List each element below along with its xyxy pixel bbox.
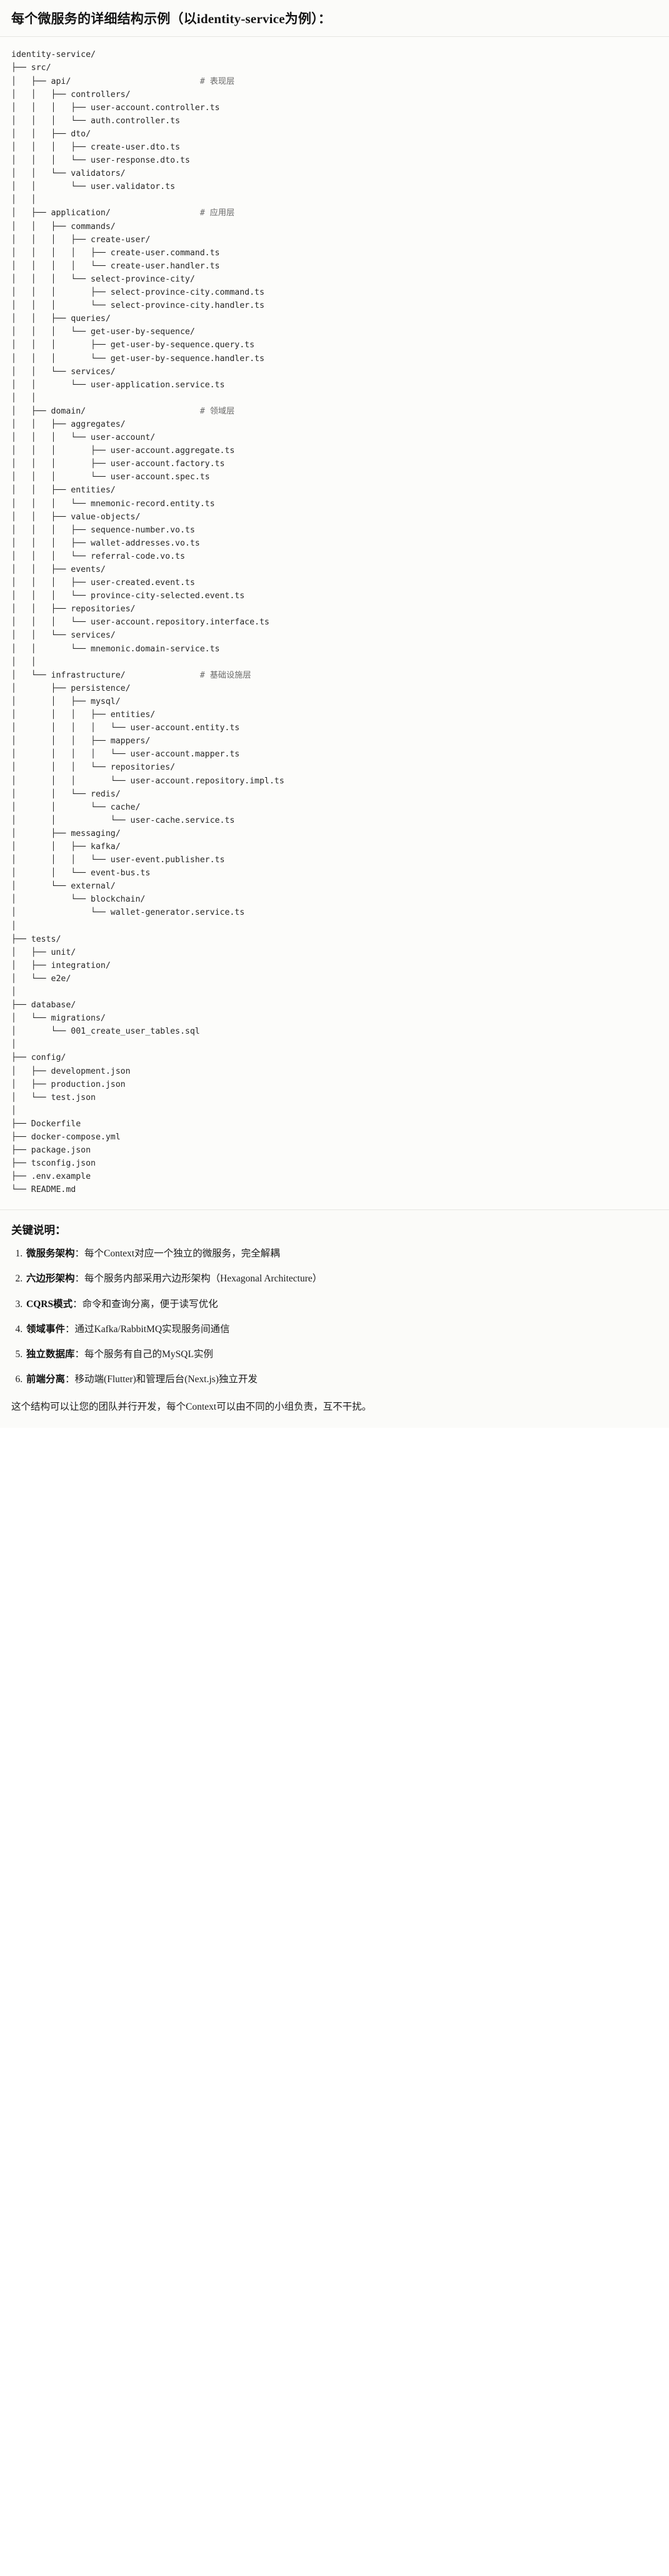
- key-notes-list: 微服务架构：每个Context对应一个独立的微服务，完全解耦 六边形架构：每个服…: [11, 1246, 658, 1387]
- note-term: CQRS模式: [26, 1298, 73, 1310]
- note-description: 每个服务有自己的MySQL实例: [84, 1349, 213, 1360]
- note-term: 领域事件: [26, 1323, 66, 1335]
- tree-layer-comment: # 应用层: [199, 208, 235, 218]
- note-description: 每个Context对应一个独立的微服务，完全解耦: [84, 1248, 280, 1259]
- tree-layer-comment: # 表现层: [199, 76, 235, 86]
- title-section: 每个微服务的详细结构示例（以identity-service为例）：: [0, 0, 669, 38]
- note-term: 六边形架构: [26, 1273, 75, 1285]
- list-item: 独立数据库：每个服务有自己的MySQL实例: [25, 1347, 658, 1362]
- directory-tree-section: identity-service/ ├── src/ │ ├── api/ # …: [0, 37, 669, 1210]
- note-separator: ：: [73, 1298, 83, 1310]
- list-item: 前端分离：移动端(Flutter)和管理后台(Next.js)独立开发: [25, 1372, 658, 1387]
- closing-note: 这个结构可以让您的团队并行开发，每个Context可以由不同的小组负责，互不干扰…: [11, 1401, 372, 1412]
- note-term: 微服务架构: [26, 1248, 75, 1259]
- note-separator: ：: [65, 1323, 75, 1335]
- note-term: 前端分离: [26, 1374, 66, 1385]
- key-notes-heading: 关键说明：: [11, 1223, 66, 1236]
- note-description: 每个服务内部采用六边形架构（Hexagonal Architecture）: [84, 1273, 323, 1285]
- key-notes-section: 关键说明： 微服务架构：每个Context对应一个独立的微服务，完全解耦 六边形…: [0, 1209, 669, 1428]
- note-description: 通过Kafka/RabbitMQ实现服务间通信: [74, 1323, 230, 1335]
- page-title: 每个微服务的详细结构示例（以identity-service为例）：: [11, 11, 331, 26]
- note-description: 命令和查询分离，便于读写优化: [82, 1298, 218, 1310]
- list-item: CQRS模式：命令和查询分离，便于读写优化: [25, 1297, 658, 1311]
- note-term: 独立数据库: [26, 1349, 75, 1360]
- tree-layer-comment: # 领域层: [199, 406, 235, 416]
- note-separator: ：: [74, 1349, 85, 1360]
- list-item: 微服务架构：每个Context对应一个独立的微服务，完全解耦: [25, 1246, 658, 1261]
- list-item: 六边形架构：每个服务内部采用六边形架构（Hexagonal Architectu…: [25, 1271, 658, 1286]
- directory-tree: identity-service/ ├── src/ │ ├── api/ # …: [11, 50, 284, 1195]
- note-description: 移动端(Flutter)和管理后台(Next.js)独立开发: [74, 1374, 258, 1385]
- document-page: 每个微服务的详细结构示例（以identity-service为例）： ident…: [0, 0, 669, 1428]
- note-separator: ：: [65, 1374, 75, 1385]
- note-separator: ：: [74, 1273, 85, 1285]
- tree-layer-comment: # 基础设施层: [199, 670, 251, 680]
- list-item: 领域事件：通过Kafka/RabbitMQ实现服务间通信: [25, 1322, 658, 1336]
- note-separator: ：: [74, 1248, 85, 1259]
